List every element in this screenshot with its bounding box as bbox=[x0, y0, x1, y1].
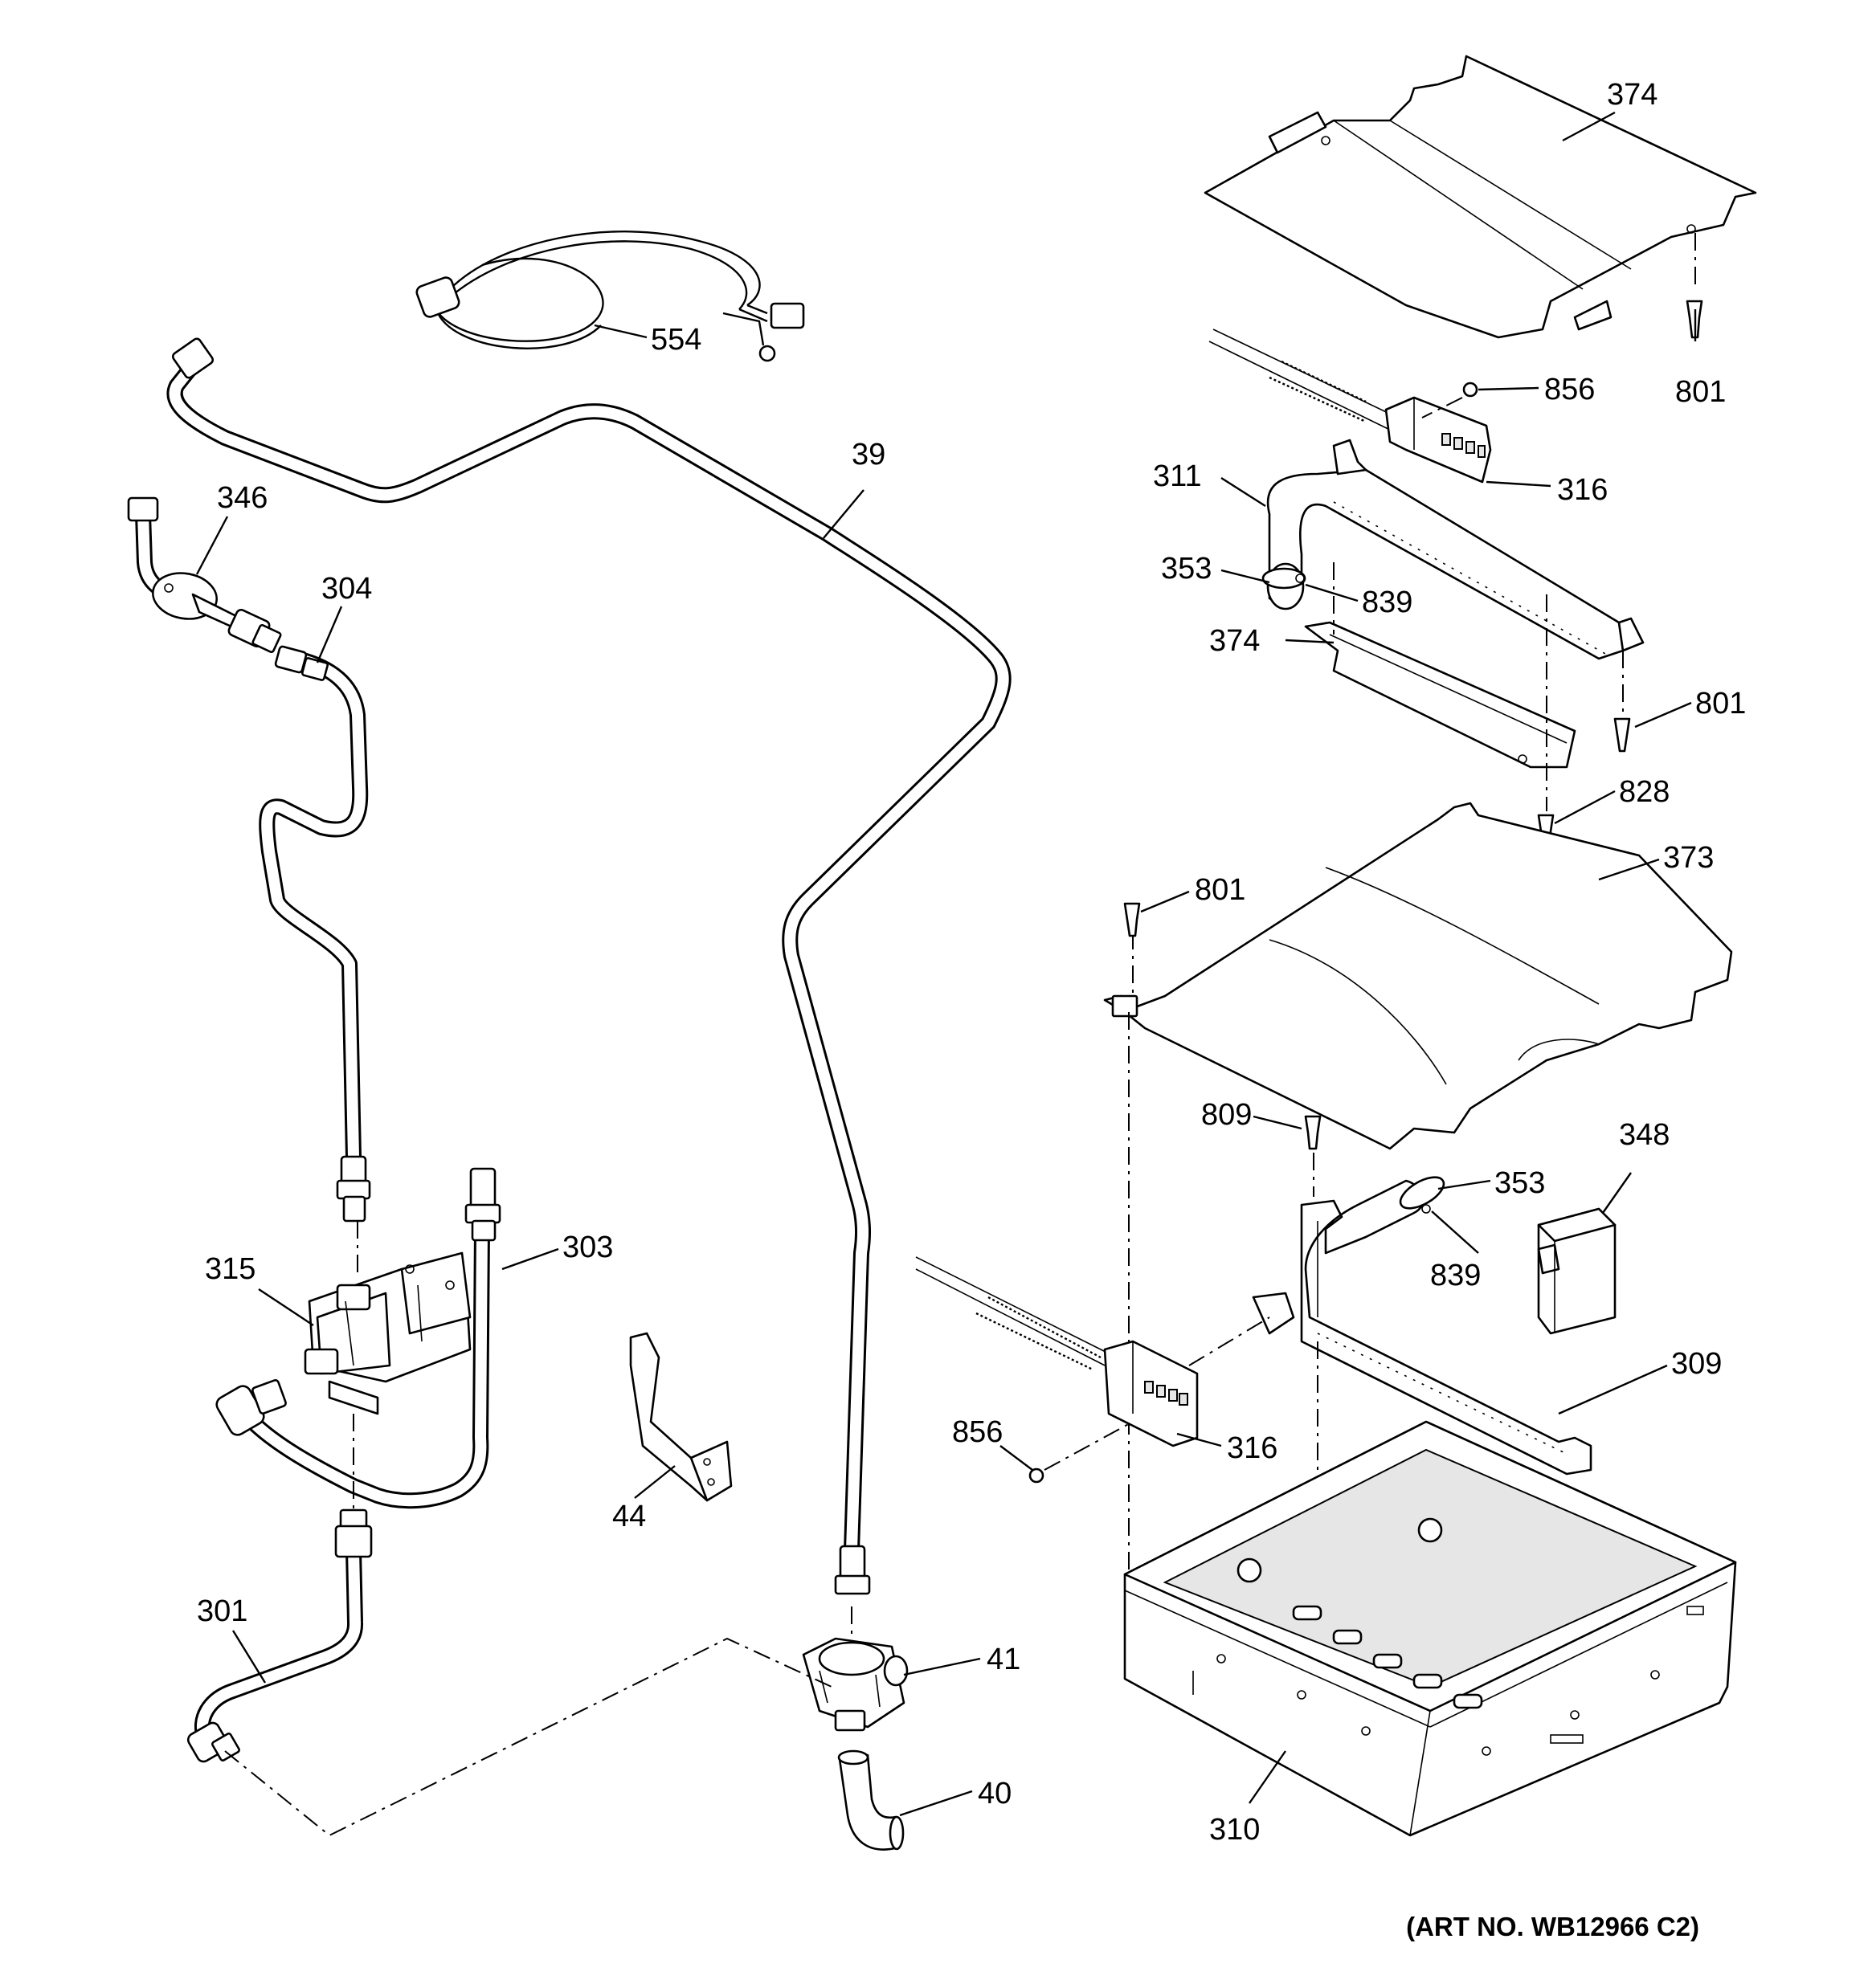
callout-374-lower: 374 bbox=[1209, 624, 1260, 658]
callout-856-top: 856 bbox=[1544, 373, 1595, 406]
screw-809 bbox=[1304, 1115, 1322, 1150]
callout-41: 41 bbox=[987, 1643, 1020, 1676]
callout-809: 809 bbox=[1201, 1098, 1252, 1132]
art-number: (ART NO. WB12966 C2) bbox=[1406, 1912, 1699, 1941]
elbow-40 bbox=[837, 1749, 905, 1851]
callout-301: 301 bbox=[197, 1594, 247, 1628]
callout-801-mid: 801 bbox=[1695, 687, 1746, 720]
clamp-839a bbox=[1261, 567, 1306, 590]
screw-856b bbox=[1028, 1468, 1044, 1484]
screw-801c bbox=[1123, 902, 1141, 937]
callout-828: 828 bbox=[1619, 775, 1670, 809]
callout-374-top: 374 bbox=[1607, 78, 1657, 112]
gas-tube-301 bbox=[186, 1508, 373, 1763]
callout-346: 346 bbox=[217, 481, 268, 515]
gas-tube-304 bbox=[259, 645, 371, 1223]
gas-tube-39 bbox=[166, 337, 1012, 1595]
shield-374-top bbox=[1204, 55, 1757, 339]
callout-839-top: 839 bbox=[1362, 586, 1412, 619]
callout-353-lower: 353 bbox=[1494, 1166, 1545, 1200]
alignment-line-856b bbox=[1044, 1421, 1134, 1471]
callout-304: 304 bbox=[321, 572, 372, 606]
burner-309 bbox=[1252, 1179, 1592, 1476]
callout-310: 310 bbox=[1209, 1813, 1260, 1847]
shield-373 bbox=[1103, 802, 1733, 1150]
alignment-line-856a bbox=[1421, 397, 1463, 418]
callout-348: 348 bbox=[1619, 1118, 1670, 1152]
callout-801-lower: 801 bbox=[1195, 873, 1245, 907]
bracket-44 bbox=[629, 1332, 733, 1502]
shield-374-lower bbox=[1304, 621, 1576, 769]
screw-801b bbox=[1613, 717, 1631, 753]
burner-box-310 bbox=[1123, 1420, 1737, 1837]
callout-311: 311 bbox=[1153, 459, 1202, 493]
callout-40: 40 bbox=[978, 1777, 1012, 1810]
callout-316-lower: 316 bbox=[1227, 1431, 1277, 1465]
igniter-316-lower bbox=[915, 1256, 1199, 1447]
callout-316-top: 316 bbox=[1557, 473, 1608, 507]
callout-303: 303 bbox=[562, 1231, 613, 1264]
wire-harness-554 bbox=[415, 231, 805, 362]
callout-44: 44 bbox=[612, 1500, 646, 1533]
callout-801-top: 801 bbox=[1675, 375, 1726, 409]
regulator-41 bbox=[802, 1637, 909, 1732]
callout-labels: 374 801 856 311 316 353 839 374 801 828 … bbox=[197, 78, 1746, 1941]
alignment-line-316b bbox=[1188, 1316, 1270, 1366]
callout-353-top: 353 bbox=[1161, 552, 1212, 586]
callout-309: 309 bbox=[1671, 1347, 1722, 1381]
gas-tube-303 bbox=[215, 1167, 501, 1509]
callout-373: 373 bbox=[1663, 841, 1714, 875]
callout-839-lower: 839 bbox=[1430, 1259, 1481, 1292]
callout-554: 554 bbox=[651, 323, 701, 357]
callout-315: 315 bbox=[205, 1252, 255, 1286]
callout-856-lower: 856 bbox=[952, 1415, 1003, 1449]
valve-315 bbox=[304, 1251, 472, 1415]
alignment-lines-left bbox=[224, 1221, 852, 1837]
clamp-839b bbox=[1399, 1176, 1445, 1214]
burner-311 bbox=[1266, 439, 1645, 660]
callout-39: 39 bbox=[852, 438, 885, 471]
leader-lines bbox=[195, 111, 1697, 1817]
screw-856a bbox=[1462, 382, 1478, 398]
elbow-fitting-346 bbox=[127, 496, 282, 654]
block-348 bbox=[1537, 1207, 1617, 1335]
igniter-316-top bbox=[1208, 329, 1492, 484]
